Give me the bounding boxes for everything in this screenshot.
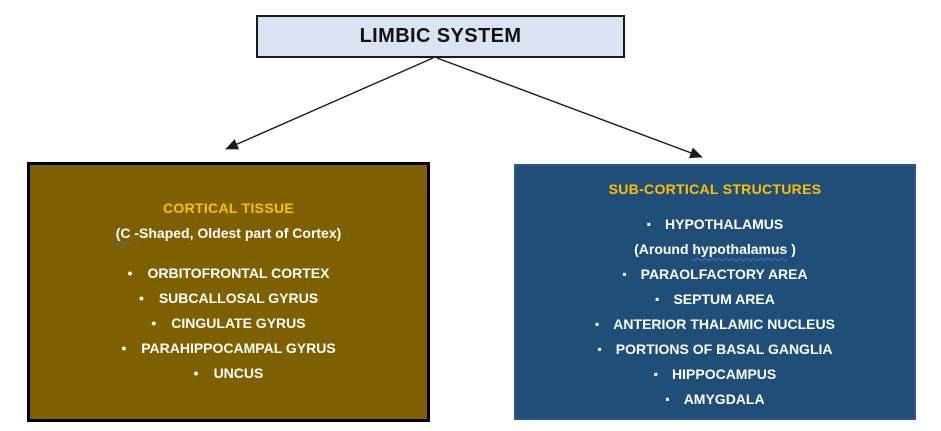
- bullet-icon: •: [127, 265, 133, 281]
- arrow-to-cortical-tissue: [225, 57, 434, 150]
- square-bullet-icon: ▪: [597, 342, 602, 356]
- subtitle-open-paren: (C: [115, 225, 131, 241]
- list-item: ▪ ANTERIOR THALAMIC NUCLEUS: [516, 312, 914, 337]
- note-prefix: (Around: [634, 241, 693, 257]
- list-item-label: PORTIONS OF BASAL GANGLIA: [615, 341, 833, 357]
- list-item: ▪ PARAOLFACTORY AREA: [516, 262, 914, 287]
- bullet-icon: •: [138, 290, 144, 306]
- subcortical-structures-title: SUB-CORTICAL STRUCTURES: [608, 181, 822, 197]
- root-node-limbic-system: LIMBIC SYSTEM: [256, 15, 625, 58]
- list-item: ▪ PORTIONS OF BASAL GANGLIA: [516, 337, 914, 362]
- list-item: • PARAHIPPOCAMPAL GYRUS: [30, 336, 427, 361]
- list-item: • SUBCALLOSAL GYRUS: [30, 286, 427, 311]
- list-item-label: SEPTUM AREA: [673, 291, 775, 307]
- list-item: ▪ HYPOTHALAMUS: [516, 212, 914, 237]
- list-item-label: AMYGDALA: [683, 391, 765, 407]
- list-item: • CINGULATE GYRUS: [30, 311, 427, 336]
- square-bullet-icon: ▪: [655, 292, 660, 306]
- spacer: [30, 246, 427, 261]
- square-bullet-icon: ▪: [653, 367, 659, 381]
- list-item: ▪ SEPTUM AREA: [516, 287, 914, 312]
- cortical-tissue-subtitle: (C -Shaped, Oldest part of Cortex): [30, 221, 427, 246]
- list-item-label: UNCUS: [213, 365, 264, 381]
- bullet-icon: •: [121, 340, 127, 356]
- list-item-label: CINGULATE GYRUS: [171, 315, 306, 331]
- list-item: ▪ AMYGDALA: [516, 387, 914, 412]
- cortical-tissue-box: CORTICAL TISSUE (C -Shaped, Oldest part …: [27, 162, 430, 422]
- list-item-label: PARAHIPPOCAMPAL GYRUS: [141, 340, 336, 356]
- list-item: • UNCUS: [30, 361, 427, 386]
- bullet-icon: •: [151, 315, 157, 331]
- list-item: ▪ HIPPOCAMPUS: [516, 362, 914, 387]
- note-word: hypothalamus: [692, 241, 788, 257]
- square-bullet-icon: ▪: [622, 267, 627, 281]
- list-item-label: SUBCALLOSAL GYRUS: [158, 290, 319, 306]
- root-node-label: LIMBIC SYSTEM: [359, 25, 522, 47]
- list-item-label: PARAOLFACTORY AREA: [640, 266, 808, 282]
- list-item-label: HIPPOCAMPUS: [672, 366, 777, 382]
- note-suffix: ): [787, 241, 796, 257]
- square-bullet-icon: ▪: [646, 217, 652, 231]
- subtitle-text: -Shaped, Oldest part of Cortex): [130, 225, 342, 241]
- cortical-tissue-title: CORTICAL TISSUE: [162, 200, 295, 216]
- list-item: • ORBITOFRONTAL CORTEX: [30, 261, 427, 286]
- bullet-icon: •: [193, 365, 199, 381]
- list-item-label: ANTERIOR THALAMIC NUCLEUS: [613, 316, 835, 332]
- square-bullet-icon: ▪: [595, 317, 600, 331]
- square-bullet-icon: ▪: [665, 392, 670, 406]
- arrow-to-subcortical-structures: [436, 57, 703, 159]
- list-item-label: ORBITOFRONTAL CORTEX: [147, 265, 330, 281]
- spacer: [516, 202, 914, 212]
- list-item-label: HYPOTHALAMUS: [665, 216, 784, 232]
- subcortical-structures-box: SUB-CORTICAL STRUCTURES ▪ HYPOTHALAMUS (A…: [514, 164, 916, 420]
- hypothalamus-note: (Around hypothalamus ): [516, 237, 914, 262]
